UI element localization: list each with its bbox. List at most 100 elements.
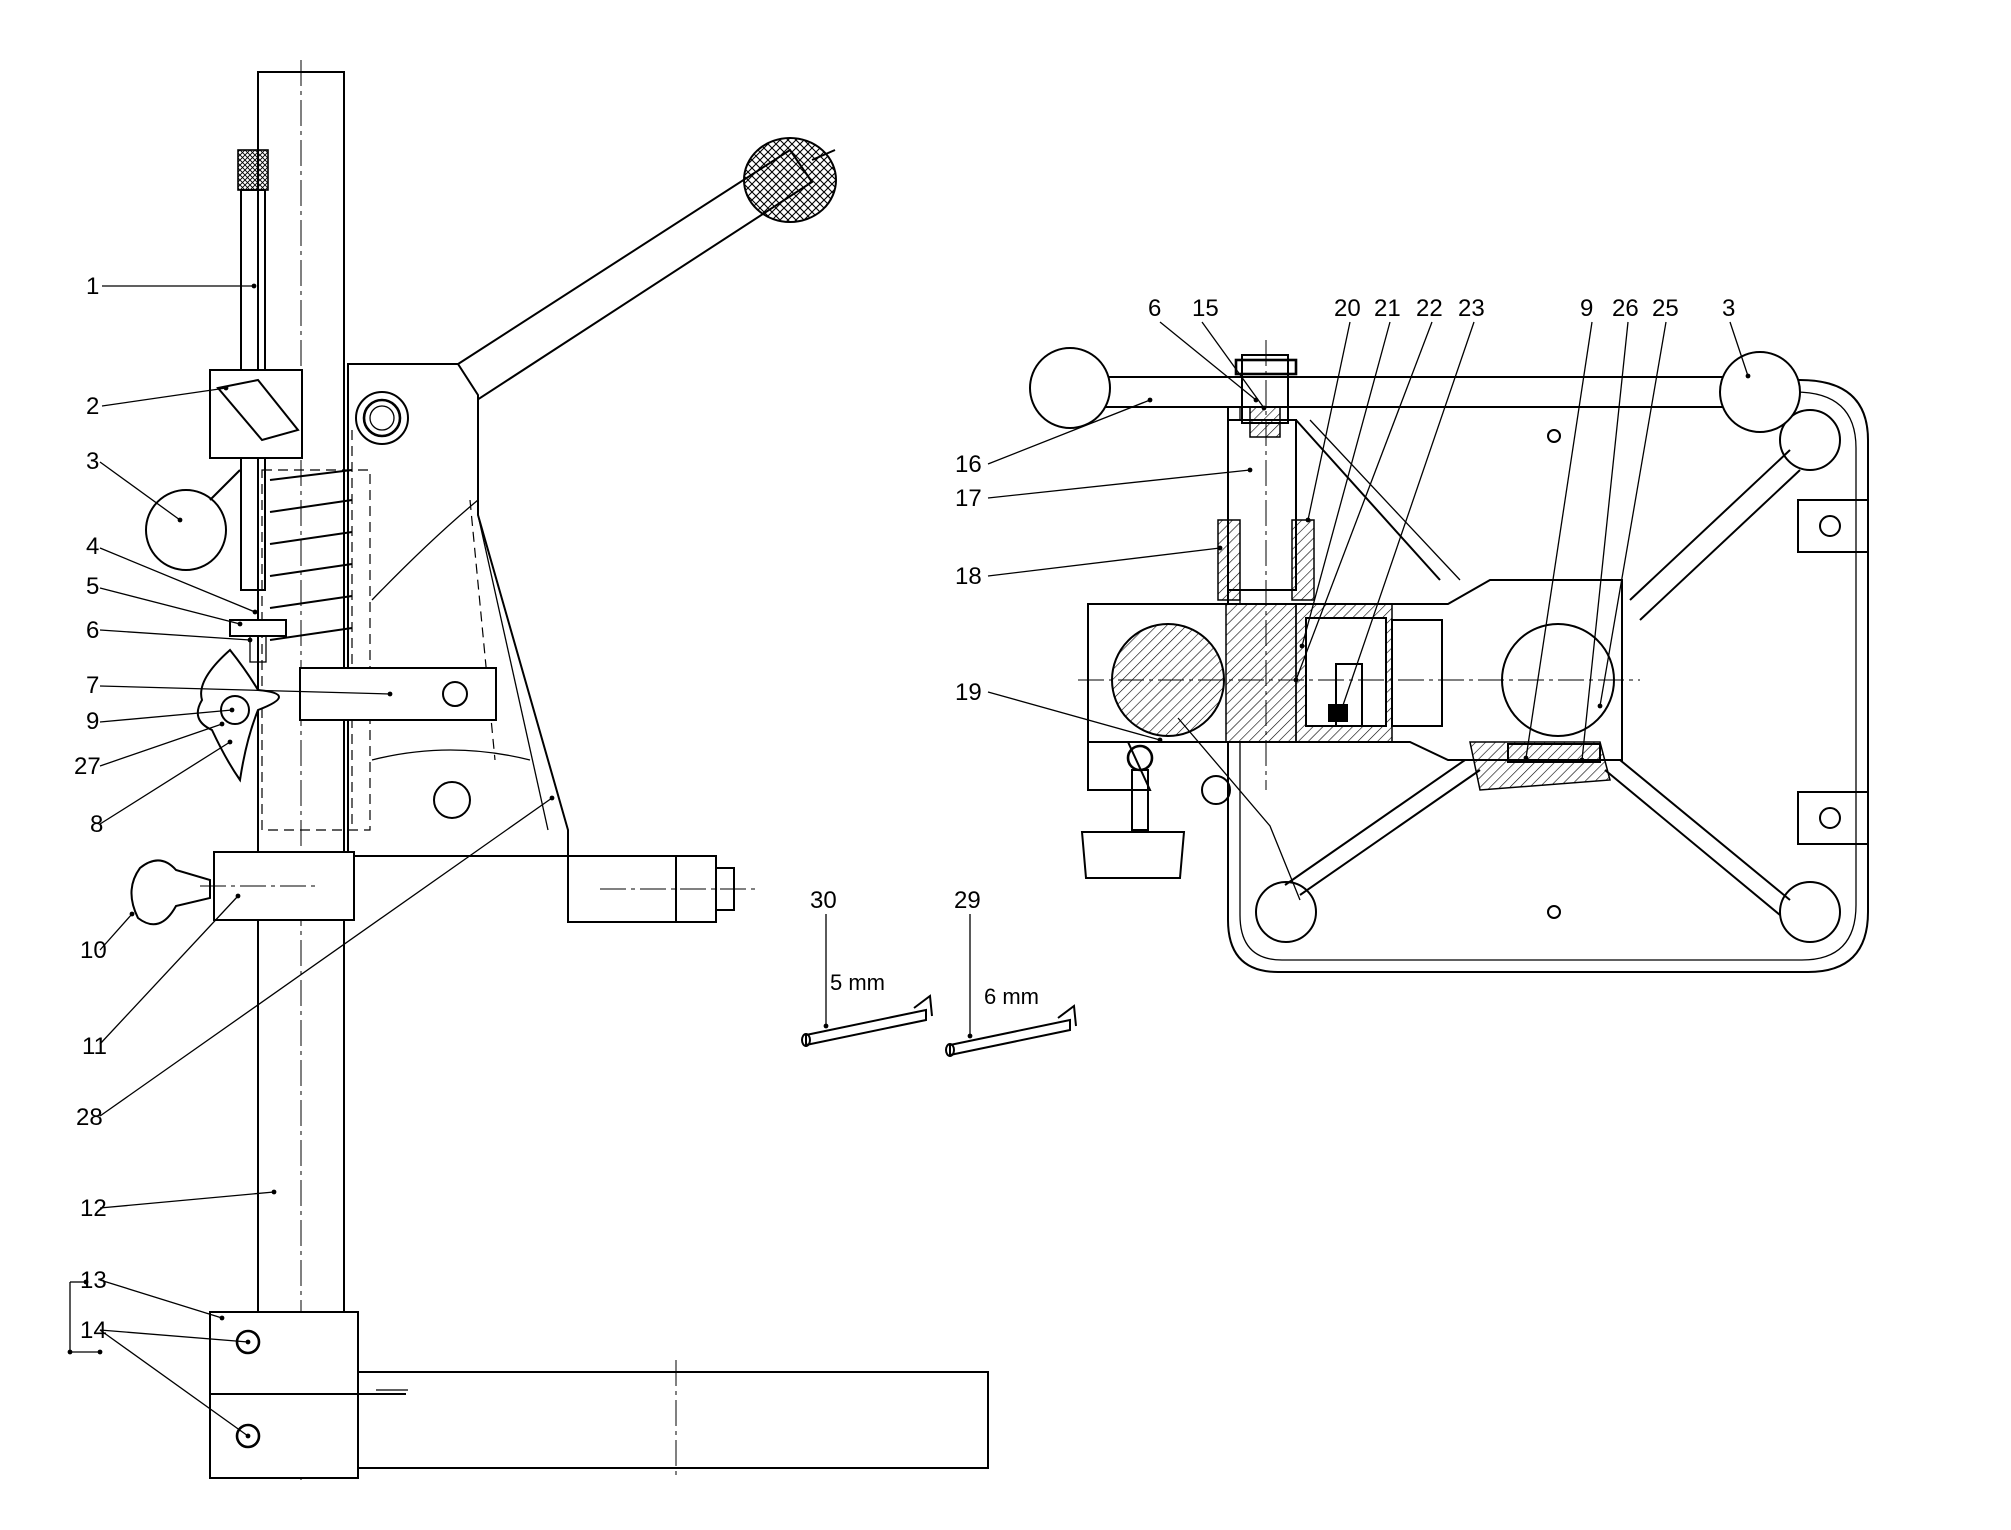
callout-26: 26 bbox=[1612, 295, 1639, 322]
tool-callouts: 30 29 5 mm 6 mm bbox=[810, 887, 1039, 1009]
leader-dot bbox=[229, 707, 235, 713]
callout-17: 17 bbox=[955, 485, 982, 512]
leader-dot bbox=[967, 1033, 973, 1039]
leader-dot bbox=[223, 385, 229, 391]
leader-dot bbox=[387, 691, 393, 697]
callout-28: 28 bbox=[76, 1104, 103, 1131]
callout-5: 5 bbox=[86, 573, 99, 600]
top-view-drawing bbox=[1029, 340, 1869, 973]
callout-23: 23 bbox=[1458, 295, 1485, 322]
leader-dot bbox=[1147, 397, 1153, 403]
leader-dot bbox=[1745, 373, 1751, 379]
callout-3: 3 bbox=[86, 448, 99, 475]
leader-line bbox=[99, 1329, 249, 1343]
leader-dot bbox=[823, 1023, 829, 1029]
tool-29-size: 6 mm bbox=[984, 984, 1039, 1009]
leader-dot bbox=[97, 1349, 103, 1355]
callout-14: 14 bbox=[80, 1317, 107, 1344]
knob-10 bbox=[130, 859, 211, 926]
leader-dot bbox=[227, 739, 233, 745]
leader-dot bbox=[1305, 517, 1311, 523]
leader-line bbox=[101, 387, 227, 407]
leader-line bbox=[99, 685, 391, 695]
leader-dot bbox=[1299, 643, 1305, 649]
leader-dot bbox=[271, 1189, 277, 1195]
leader-line bbox=[1729, 321, 1749, 377]
tool-hex-key-29 bbox=[945, 1004, 1077, 1057]
top-view-callouts: 6 15 20 21 22 23 9 26 25 3 16 17 18 19 bbox=[955, 295, 1735, 706]
leader-line bbox=[987, 691, 1161, 741]
callout-3-top: 3 bbox=[1722, 295, 1735, 322]
base-collar bbox=[209, 1311, 359, 1395]
leader-dot bbox=[1293, 677, 1299, 683]
leader-line bbox=[99, 1191, 275, 1209]
leader-dot bbox=[1597, 703, 1603, 709]
leader-line bbox=[99, 709, 233, 723]
leader-line bbox=[1581, 321, 1629, 761]
callout-12: 12 bbox=[80, 1195, 107, 1222]
callout-4: 4 bbox=[86, 533, 99, 560]
clamp-arm bbox=[299, 667, 497, 721]
knob-3 bbox=[145, 489, 227, 571]
callout-1: 1 bbox=[86, 273, 99, 300]
leader-dot bbox=[129, 911, 135, 917]
leader-line bbox=[99, 913, 133, 951]
callout-6: 6 bbox=[86, 617, 99, 644]
leader-line bbox=[99, 741, 231, 825]
callout-30: 30 bbox=[810, 887, 837, 914]
leader-line bbox=[987, 469, 1251, 499]
callout-16: 16 bbox=[955, 451, 982, 478]
leader-dot bbox=[1261, 405, 1267, 411]
leader-line bbox=[99, 895, 239, 1045]
callout-27: 27 bbox=[74, 753, 101, 780]
callout-6-top: 6 bbox=[1148, 295, 1161, 322]
leader-line bbox=[1201, 321, 1265, 409]
callout-19: 19 bbox=[955, 679, 982, 706]
carriage-housing bbox=[347, 363, 569, 857]
leader-line bbox=[1301, 321, 1391, 647]
callout-13: 13 bbox=[80, 1267, 107, 1294]
leader-line bbox=[99, 587, 241, 625]
leader-line bbox=[987, 399, 1151, 465]
callout-20: 20 bbox=[1334, 295, 1361, 322]
callout-22: 22 bbox=[1416, 295, 1443, 322]
callout-2: 2 bbox=[86, 393, 99, 420]
leader-dot bbox=[1217, 545, 1223, 551]
leader-dot bbox=[1157, 737, 1163, 743]
leader-dot bbox=[1579, 757, 1585, 763]
leader-dot bbox=[549, 795, 555, 801]
leader-dot bbox=[219, 721, 225, 727]
tool-30-size: 5 mm bbox=[830, 970, 885, 995]
callout-7: 7 bbox=[86, 672, 99, 699]
leader-dot bbox=[177, 517, 183, 523]
leader-dot bbox=[247, 637, 253, 643]
leader-dot bbox=[245, 1339, 251, 1345]
leader-line bbox=[99, 723, 223, 767]
leader-dot bbox=[252, 609, 258, 615]
leader-dot bbox=[1523, 755, 1529, 761]
leader-dot bbox=[237, 621, 243, 627]
leader-line bbox=[99, 547, 256, 613]
leader-line bbox=[1159, 321, 1257, 401]
leader-line bbox=[99, 461, 181, 521]
callout-18: 18 bbox=[955, 563, 982, 590]
leader-dot bbox=[235, 893, 241, 899]
tool-hex-key-30 bbox=[801, 994, 933, 1047]
base-plate bbox=[357, 1371, 989, 1469]
callout-10: 10 bbox=[80, 937, 107, 964]
callout-8: 8 bbox=[90, 811, 103, 838]
leader-line bbox=[987, 547, 1221, 577]
leader-line bbox=[99, 629, 251, 641]
leader-dot bbox=[245, 1433, 251, 1439]
leader-line bbox=[1599, 321, 1667, 707]
callout-29: 29 bbox=[954, 887, 981, 914]
callout-11: 11 bbox=[82, 1033, 107, 1060]
base-plate-outline bbox=[1227, 379, 1869, 973]
callout-25: 25 bbox=[1652, 295, 1679, 322]
callout-9: 9 bbox=[86, 708, 99, 735]
leader-line bbox=[99, 1329, 249, 1437]
leader-dot bbox=[83, 1279, 89, 1285]
leader-dot bbox=[1337, 711, 1343, 717]
leader-lines bbox=[67, 283, 1751, 1439]
